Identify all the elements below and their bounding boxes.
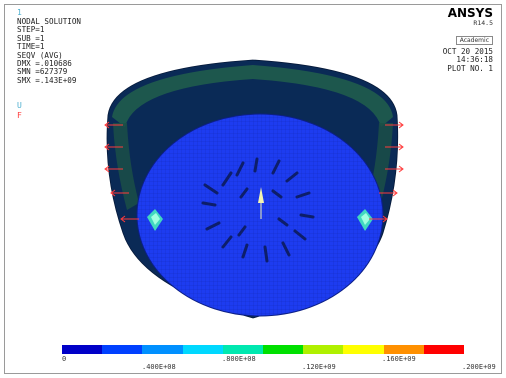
legend-swatch <box>182 345 223 354</box>
stamp-date: OCT 20 2015 <box>442 47 493 56</box>
info-dmx: DMX =.010686 <box>17 59 72 69</box>
legend-swatch <box>222 345 264 354</box>
left-force-arrows <box>104 121 139 223</box>
right-force-arrows <box>369 121 404 223</box>
info-smn: SMN =627379 <box>17 67 68 77</box>
plot-title: NODAL SOLUTION <box>17 17 82 26</box>
legend-swatch <box>142 345 183 354</box>
center-mesh-pattern <box>201 157 315 263</box>
legend-label: .120E+09 <box>302 363 336 371</box>
legend-swatch <box>102 345 143 354</box>
displacement-marker: U <box>17 101 22 110</box>
legend-label: 0 <box>62 355 67 363</box>
info-time: TIME=1 <box>17 42 45 52</box>
ansys-logo: ANSYS R14.5 Academic <box>448 7 493 46</box>
legend-swatch <box>303 345 344 354</box>
fea-model-view[interactable] <box>5 5 501 373</box>
left-shoulder-band <box>113 123 139 210</box>
solution-info: NODAL SOLUTION STEP=1 SUB =1 TIME=1 SEQV… <box>17 17 82 85</box>
legend-label: .800E+08 <box>222 355 256 363</box>
legend-label: .160E+09 <box>382 355 416 363</box>
legend-label: .200E+09 <box>462 363 496 371</box>
academic-badge: Academic <box>455 36 493 45</box>
stamp-time: 14:36:18 <box>456 55 493 65</box>
legend-swatch <box>62 345 103 354</box>
graphics-window[interactable]: 1 NODAL SOLUTION STEP=1 SUB =1 TIME=1 SE… <box>4 4 502 374</box>
contour-legend <box>62 345 465 354</box>
legend-swatch <box>383 345 424 354</box>
info-step: STEP=1 <box>17 25 45 35</box>
legend-swatch <box>263 345 304 354</box>
legend-swatch <box>343 345 384 354</box>
date-stamp: OCT 20 2015 14:36:18 PLOT NO. 1 <box>442 47 493 73</box>
window-number: 1 <box>17 8 22 17</box>
info-smx: SMX =.143E+09 <box>17 75 77 85</box>
edge-stress-band <box>112 65 393 127</box>
stamp-plot-number: PLOT NO. 1 <box>447 63 493 73</box>
info-seqv: SEQV (AVG) <box>17 50 63 60</box>
axis-triad-icon <box>258 187 264 219</box>
info-sub: SUB =1 <box>17 33 45 43</box>
force-marker: F <box>17 111 22 120</box>
legend-label: .400E+08 <box>142 363 176 371</box>
legend-swatch <box>423 345 465 354</box>
brand-name: ANSYS <box>447 6 493 20</box>
brand-version: R14.5 <box>473 19 493 27</box>
